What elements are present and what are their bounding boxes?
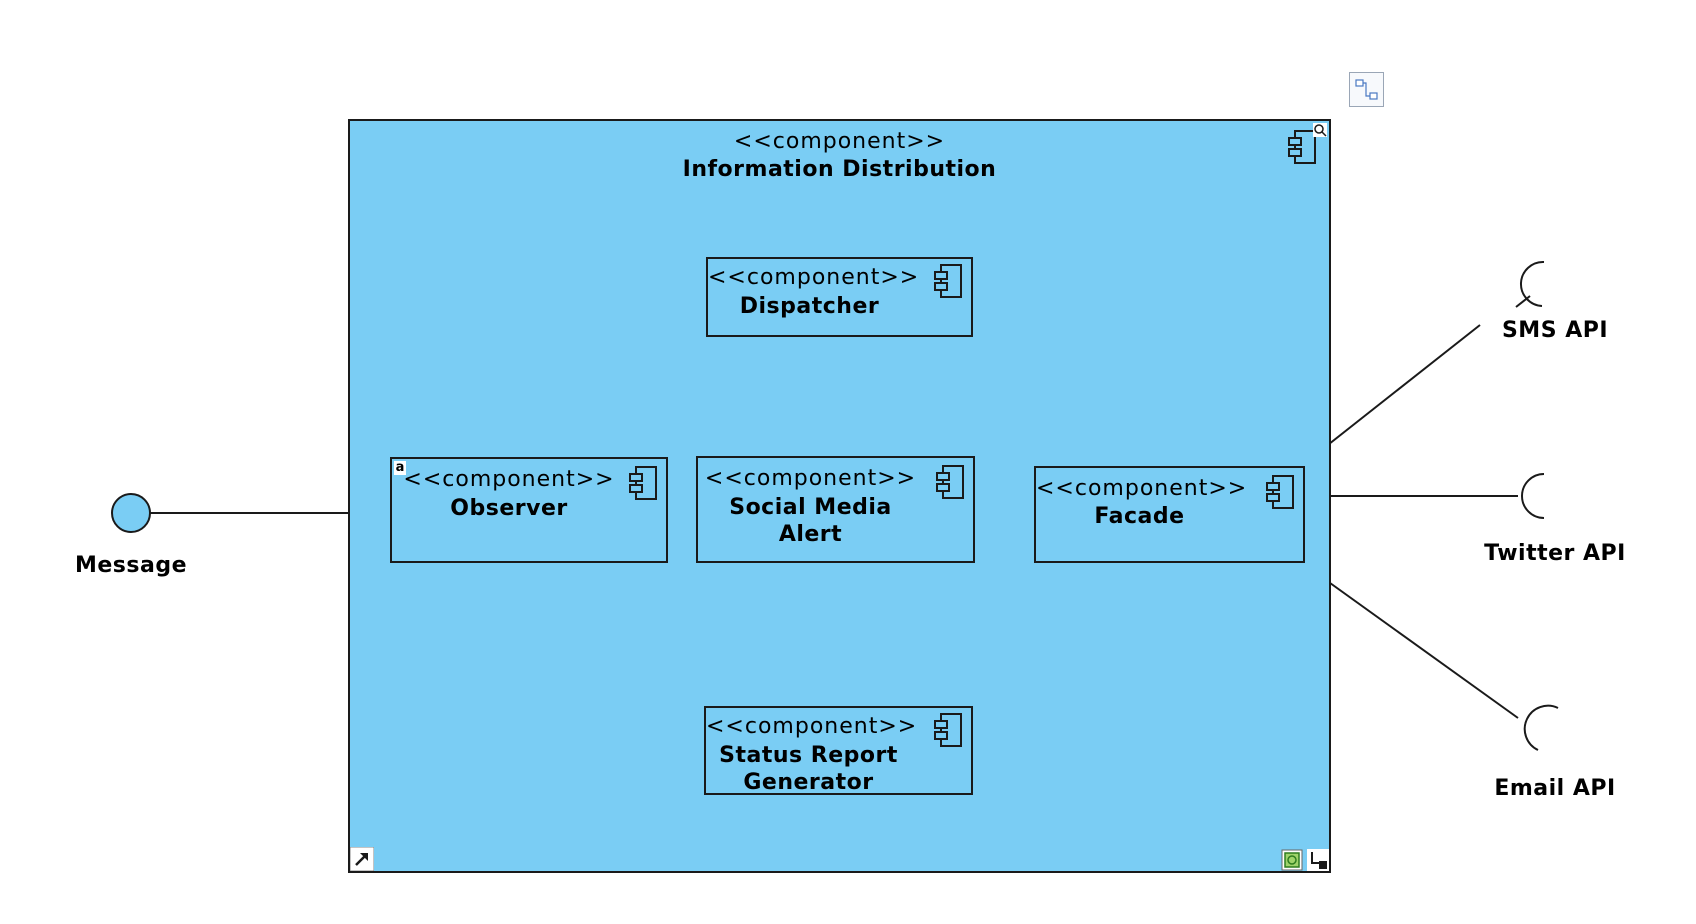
status-report-name-line2: Generator bbox=[743, 770, 874, 795]
component-icon bbox=[934, 713, 962, 747]
observer-component[interactable]: a <<component>> Observer bbox=[390, 457, 668, 563]
sms-api-label: SMS API bbox=[1501, 318, 1609, 343]
facade-stereotype: <<component>> bbox=[1036, 476, 1248, 501]
sms-socket bbox=[1520, 260, 1545, 307]
twitter-api-label: Twitter API bbox=[1484, 541, 1626, 566]
component-icon bbox=[1266, 475, 1294, 509]
component-icon bbox=[629, 466, 657, 500]
dispatcher-stereotype: <<component>> bbox=[708, 265, 920, 290]
status-report-stereotype: <<component>> bbox=[706, 714, 918, 739]
message-label: Message bbox=[74, 553, 188, 578]
twitter-socket bbox=[1521, 473, 1545, 519]
dispatcher-name: Dispatcher bbox=[739, 294, 880, 319]
observer-name: Observer bbox=[450, 496, 568, 521]
social-media-alert-name: Social Media Alert bbox=[729, 495, 892, 547]
component-icon bbox=[1288, 130, 1316, 164]
expand-icon[interactable] bbox=[350, 847, 374, 871]
observer-marker: a bbox=[394, 460, 406, 475]
email-connector bbox=[1304, 564, 1519, 719]
social-media-alert-component[interactable]: <<component>> Social Media Alert bbox=[696, 456, 975, 563]
email-api-label: Email API bbox=[1494, 776, 1616, 801]
component-icon bbox=[936, 465, 964, 499]
observer-stereotype: <<component>> bbox=[403, 467, 615, 492]
facade-name: Facade bbox=[1094, 504, 1185, 529]
container-stereotype: <<component>> bbox=[733, 129, 946, 154]
fit-icon[interactable] bbox=[1281, 849, 1303, 871]
social-media-alert-stereotype: <<component>> bbox=[704, 466, 917, 491]
status-report-name-line1: Status Report bbox=[719, 743, 898, 768]
zoom-icon[interactable] bbox=[1313, 123, 1327, 137]
resize-icon[interactable] bbox=[1307, 849, 1329, 871]
dispatcher-component[interactable]: <<component>> Dispatcher bbox=[706, 257, 973, 337]
facade-component[interactable]: <<component>> Facade bbox=[1034, 466, 1305, 563]
container-name: Information Distribution bbox=[682, 157, 997, 182]
component-icon bbox=[934, 264, 962, 298]
status-report-generator-component[interactable]: <<component>> Status Report Generator bbox=[704, 706, 973, 795]
connector-style-icon[interactable] bbox=[1349, 72, 1384, 107]
message-interface bbox=[111, 493, 151, 533]
sms-connector bbox=[1304, 324, 1481, 464]
email-socket bbox=[1523, 704, 1559, 751]
